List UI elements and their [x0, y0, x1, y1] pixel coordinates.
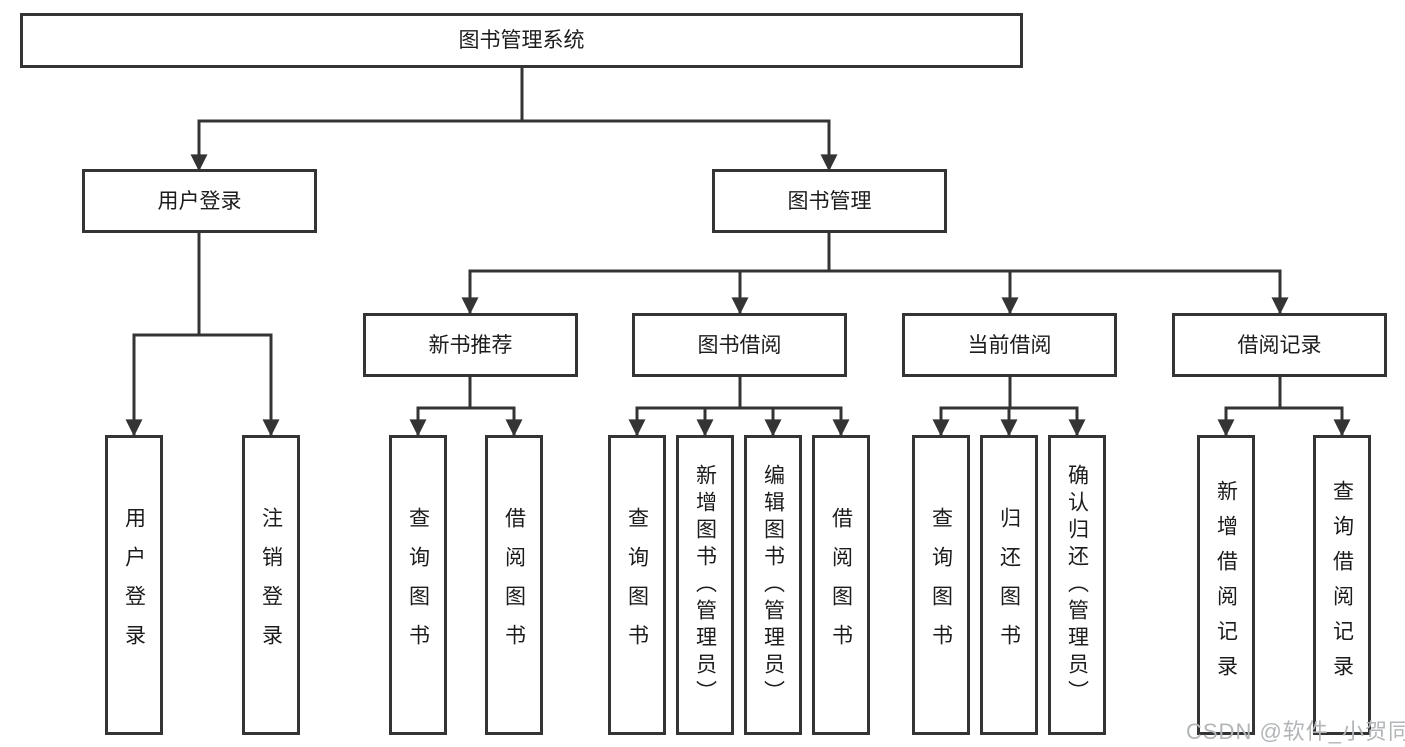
leaf-return-book: 归还图书 [980, 435, 1038, 735]
leaf-user-login-label: 用户登录 [122, 507, 146, 663]
leaf-add-book-admin: 新增图书（管理员） [676, 435, 734, 735]
leaf-borrow-book-label: 借阅图书 [829, 507, 853, 663]
csdn-watermark: CSDN @软件_小贺同学 [1186, 719, 1405, 744]
node-new-book-recommend: 新书推荐 [363, 313, 578, 377]
node-current-borrow-label: 当前借阅 [967, 333, 1052, 357]
leaf-borrow-query-book: 查询图书 [608, 435, 666, 735]
node-borrow-records: 借阅记录 [1172, 313, 1387, 377]
leaf-logout: 注销登录 [242, 435, 300, 735]
leaf-borrow-book: 借阅图书 [812, 435, 870, 735]
node-new-book-recommend-label: 新书推荐 [428, 333, 513, 357]
leaf-add-borrow-record: 新增借阅记录 [1197, 435, 1255, 735]
node-user-login-label: 用户登录 [157, 189, 242, 213]
leaf-borrow-query-book-label: 查询图书 [625, 507, 649, 663]
node-user-login: 用户登录 [82, 169, 317, 233]
leaf-confirm-return-admin-label: 确认归还（管理员） [1065, 463, 1089, 707]
leaf-add-borrow-record-label: 新增借阅记录 [1214, 480, 1238, 690]
leaf-newbooks-borrow-book: 借阅图书 [485, 435, 543, 735]
node-current-borrow: 当前借阅 [902, 313, 1117, 377]
leaf-query-borrow-record-label: 查询借阅记录 [1330, 480, 1354, 690]
leaf-confirm-return-admin: 确认归还（管理员） [1048, 435, 1106, 735]
node-book-borrow-label: 图书借阅 [697, 333, 782, 357]
leaf-edit-book-admin-label: 编辑图书（管理员） [761, 463, 785, 707]
node-root-label: 图书管理系统 [458, 29, 585, 52]
node-borrow-records-label: 借阅记录 [1237, 333, 1322, 357]
leaf-newbooks-query-book-label: 查询图书 [406, 507, 430, 663]
node-book-management-label: 图书管理 [787, 189, 872, 213]
leaf-add-book-admin-label: 新增图书（管理员） [693, 463, 717, 707]
leaf-edit-book-admin: 编辑图书（管理员） [744, 435, 802, 735]
leaf-current-query-book: 查询图书 [912, 435, 970, 735]
leaf-user-login: 用户登录 [105, 435, 163, 735]
node-book-management: 图书管理 [712, 169, 947, 233]
leaf-current-query-book-label: 查询图书 [929, 507, 953, 663]
node-root: 图书管理系统 [20, 13, 1023, 68]
leaf-logout-label: 注销登录 [259, 507, 283, 663]
leaf-newbooks-query-book: 查询图书 [389, 435, 447, 735]
node-book-borrow: 图书借阅 [632, 313, 847, 377]
leaf-query-borrow-record: 查询借阅记录 [1313, 435, 1371, 735]
leaf-return-book-label: 归还图书 [997, 507, 1021, 663]
leaf-newbooks-borrow-book-label: 借阅图书 [502, 507, 526, 663]
